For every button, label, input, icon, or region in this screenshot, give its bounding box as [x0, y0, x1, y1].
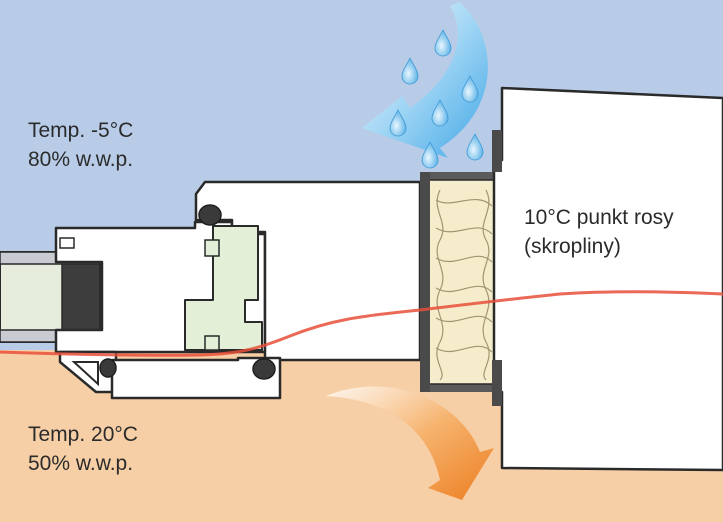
condensate-text: (skropliny)	[524, 235, 621, 258]
glazing-unit	[0, 251, 117, 343]
reinforcement-insert	[184, 225, 263, 351]
wall	[492, 86, 723, 472]
dew-point-text: 10°C punkt rosy	[524, 206, 674, 229]
insulation-foam	[420, 172, 502, 392]
isotherm-line	[0, 290, 723, 357]
inside-conditions-label: Temp. 20°C 50% w.w.p.	[28, 420, 138, 478]
warm-airflow-icon	[326, 386, 494, 500]
outside-conditions-label: Temp. -5°C 80% w.w.p.	[28, 116, 133, 174]
gaskets	[99, 204, 276, 380]
outside-temperature: Temp. -5°C	[28, 119, 134, 142]
inside-humidity: 50% w.w.p.	[28, 452, 134, 475]
inside-temperature: Temp. 20°C	[28, 423, 138, 446]
dew-point-label: 10°C punkt rosy (skropliny)	[524, 203, 674, 261]
outside-humidity: 80% w.w.p.	[28, 148, 134, 171]
